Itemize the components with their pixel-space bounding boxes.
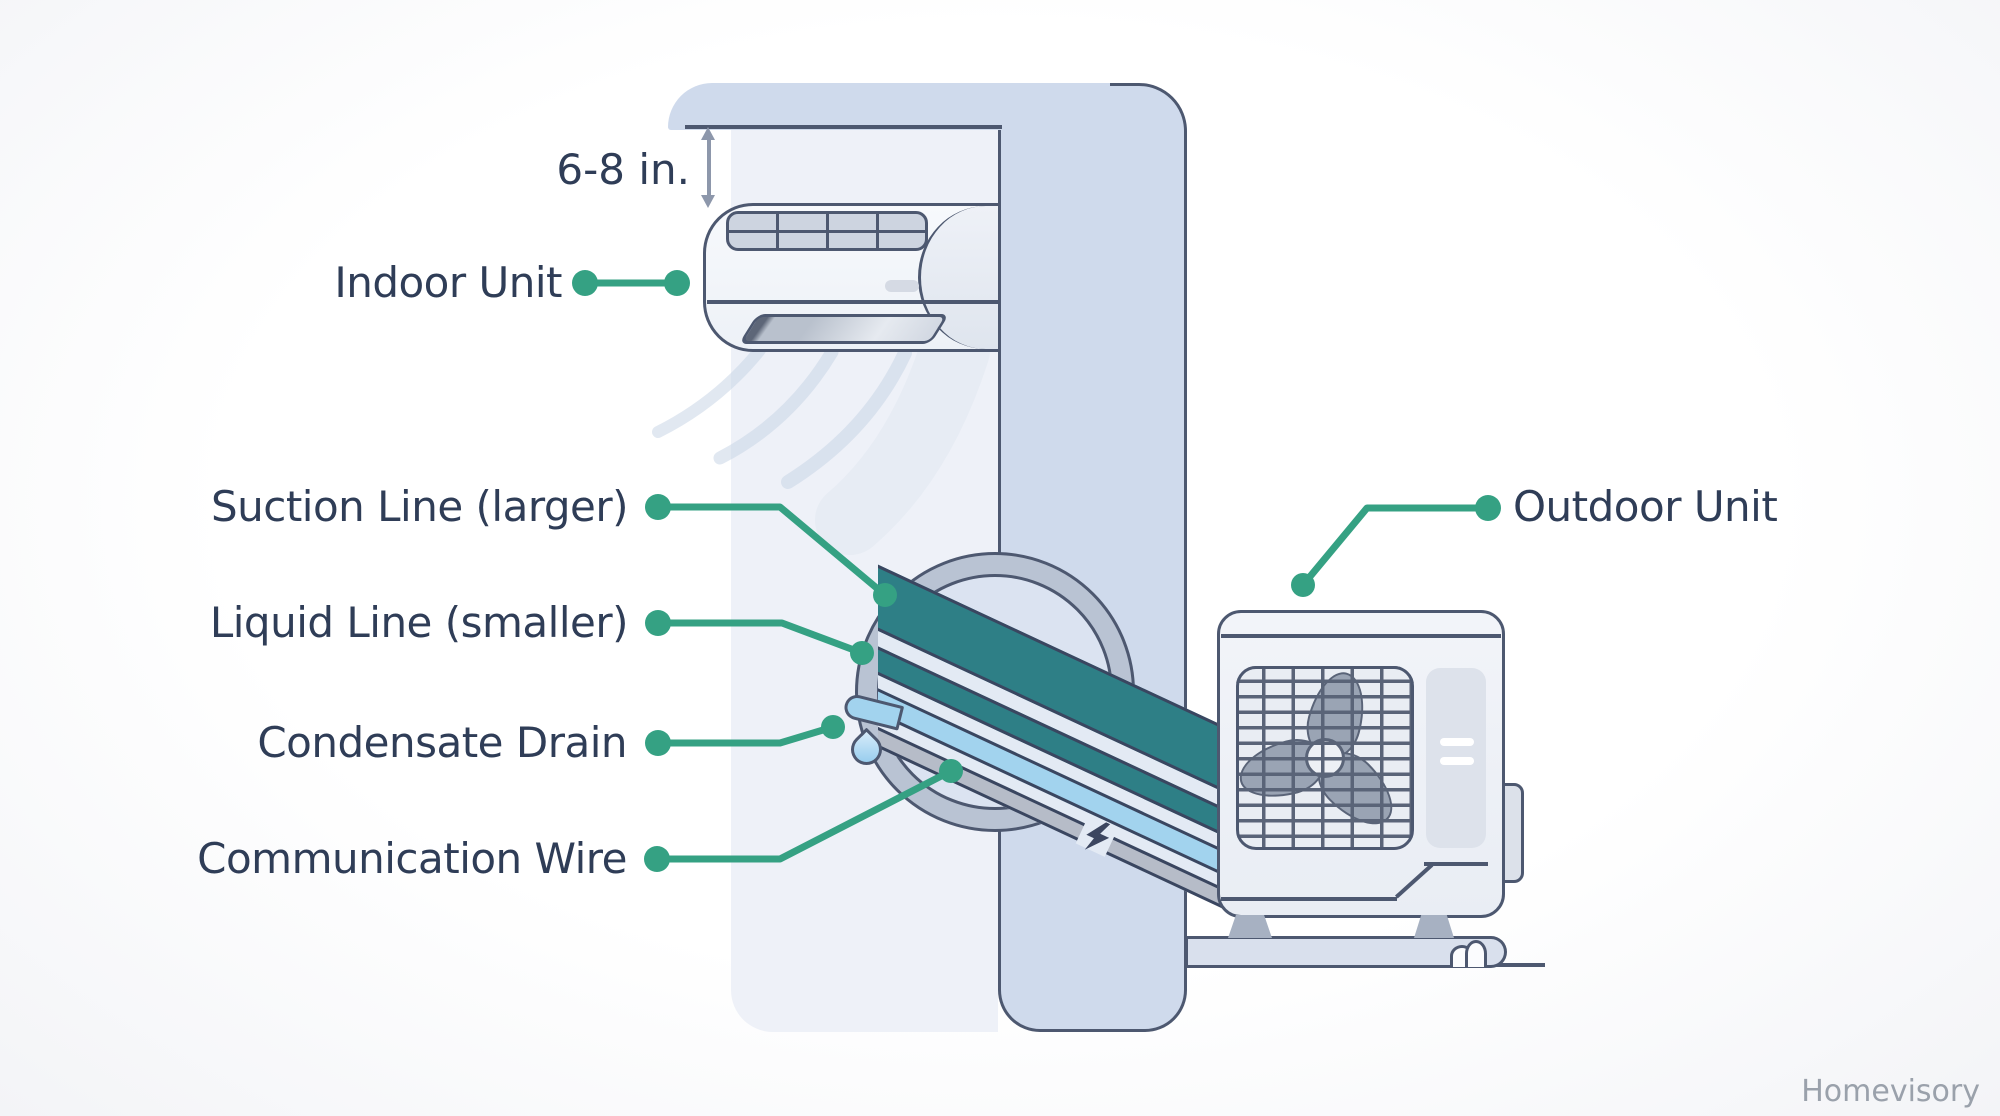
outdoor-unit-step-top-line <box>1424 862 1488 866</box>
label-outdoor-unit: Outdoor Unit <box>1513 482 1778 531</box>
outdoor-unit-foot-right <box>1414 915 1454 938</box>
outdoor-unit-fan-grille <box>1233 666 1414 850</box>
suction-line-leader <box>645 494 897 607</box>
airflow-swoosh-wide <box>815 315 990 555</box>
height-arrow-icon <box>707 139 711 196</box>
clearance-annotation: 6-8 in. <box>556 145 690 194</box>
label-condensate-drain: Condensate Drain <box>257 718 627 767</box>
label-indoor-unit: Indoor Unit <box>334 258 562 307</box>
outdoor-unit-leader <box>1291 495 1501 597</box>
liquid-line-leader <box>645 610 874 665</box>
indoor-unit-leader <box>572 270 690 296</box>
label-communication-wire: Communication Wire <box>197 834 627 883</box>
side-panel-vent-slot <box>1440 757 1474 765</box>
ceiling-band <box>668 83 1110 130</box>
fan-grille-bars <box>1236 666 1414 850</box>
label-liquid-line: Liquid Line (smaller) <box>209 598 629 647</box>
outdoor-unit-foot-left <box>1228 915 1272 938</box>
outdoor-unit-lid-line <box>1221 634 1501 638</box>
indoor-unit-divider <box>707 300 998 304</box>
label-suction-line: Suction Line (larger) <box>210 482 629 531</box>
communication-wire-leader <box>644 759 963 872</box>
height-arrow-up-head <box>701 127 715 140</box>
ceiling-line <box>685 125 1002 129</box>
height-arrow-down-head <box>701 195 715 208</box>
airflow-swoosh-3 <box>781 346 912 489</box>
indoor-unit-intake-grille <box>726 211 928 251</box>
watermark: Homevisory <box>1801 1074 1980 1109</box>
airflow-swoosh-1 <box>652 344 766 438</box>
indoor-unit-indicator <box>885 280 919 292</box>
outdoor-unit-base-line <box>1221 897 1397 901</box>
fan-grille-frame <box>1236 666 1414 850</box>
grass-tuft <box>1450 940 1502 967</box>
airflow-swoosh-2 <box>713 345 839 465</box>
grass-blade <box>1465 940 1487 967</box>
condensate-drain-leader <box>645 715 845 756</box>
side-panel-vent-slot <box>1440 738 1474 746</box>
